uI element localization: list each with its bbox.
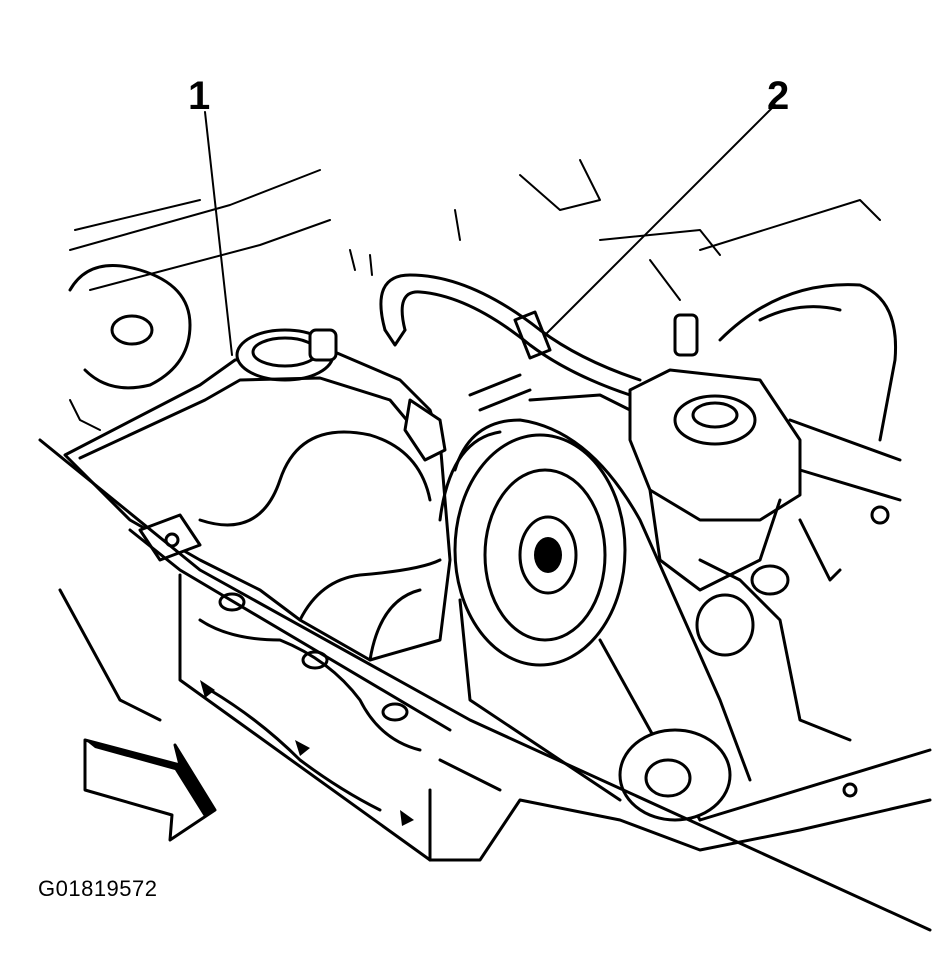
- idler-pulley: [618, 728, 732, 822]
- brake-fluid-reservoir: [628, 313, 802, 592]
- coolant-reservoir: [63, 328, 452, 662]
- callout-2-leader: [544, 104, 776, 336]
- direction-arrow: [83, 738, 217, 842]
- hose: [379, 273, 642, 412]
- background-structure: [69, 159, 881, 301]
- callout-1-label: 1: [188, 74, 211, 118]
- left-round-component: [68, 264, 192, 431]
- intake-manifold: [695, 283, 902, 742]
- figure-id: G01819572: [38, 876, 158, 901]
- drive-belt-pulley: [438, 418, 752, 822]
- callout-1-leader: [204, 111, 233, 356]
- callout-2-label: 2: [767, 74, 790, 118]
- radiator-support: [38, 438, 932, 932]
